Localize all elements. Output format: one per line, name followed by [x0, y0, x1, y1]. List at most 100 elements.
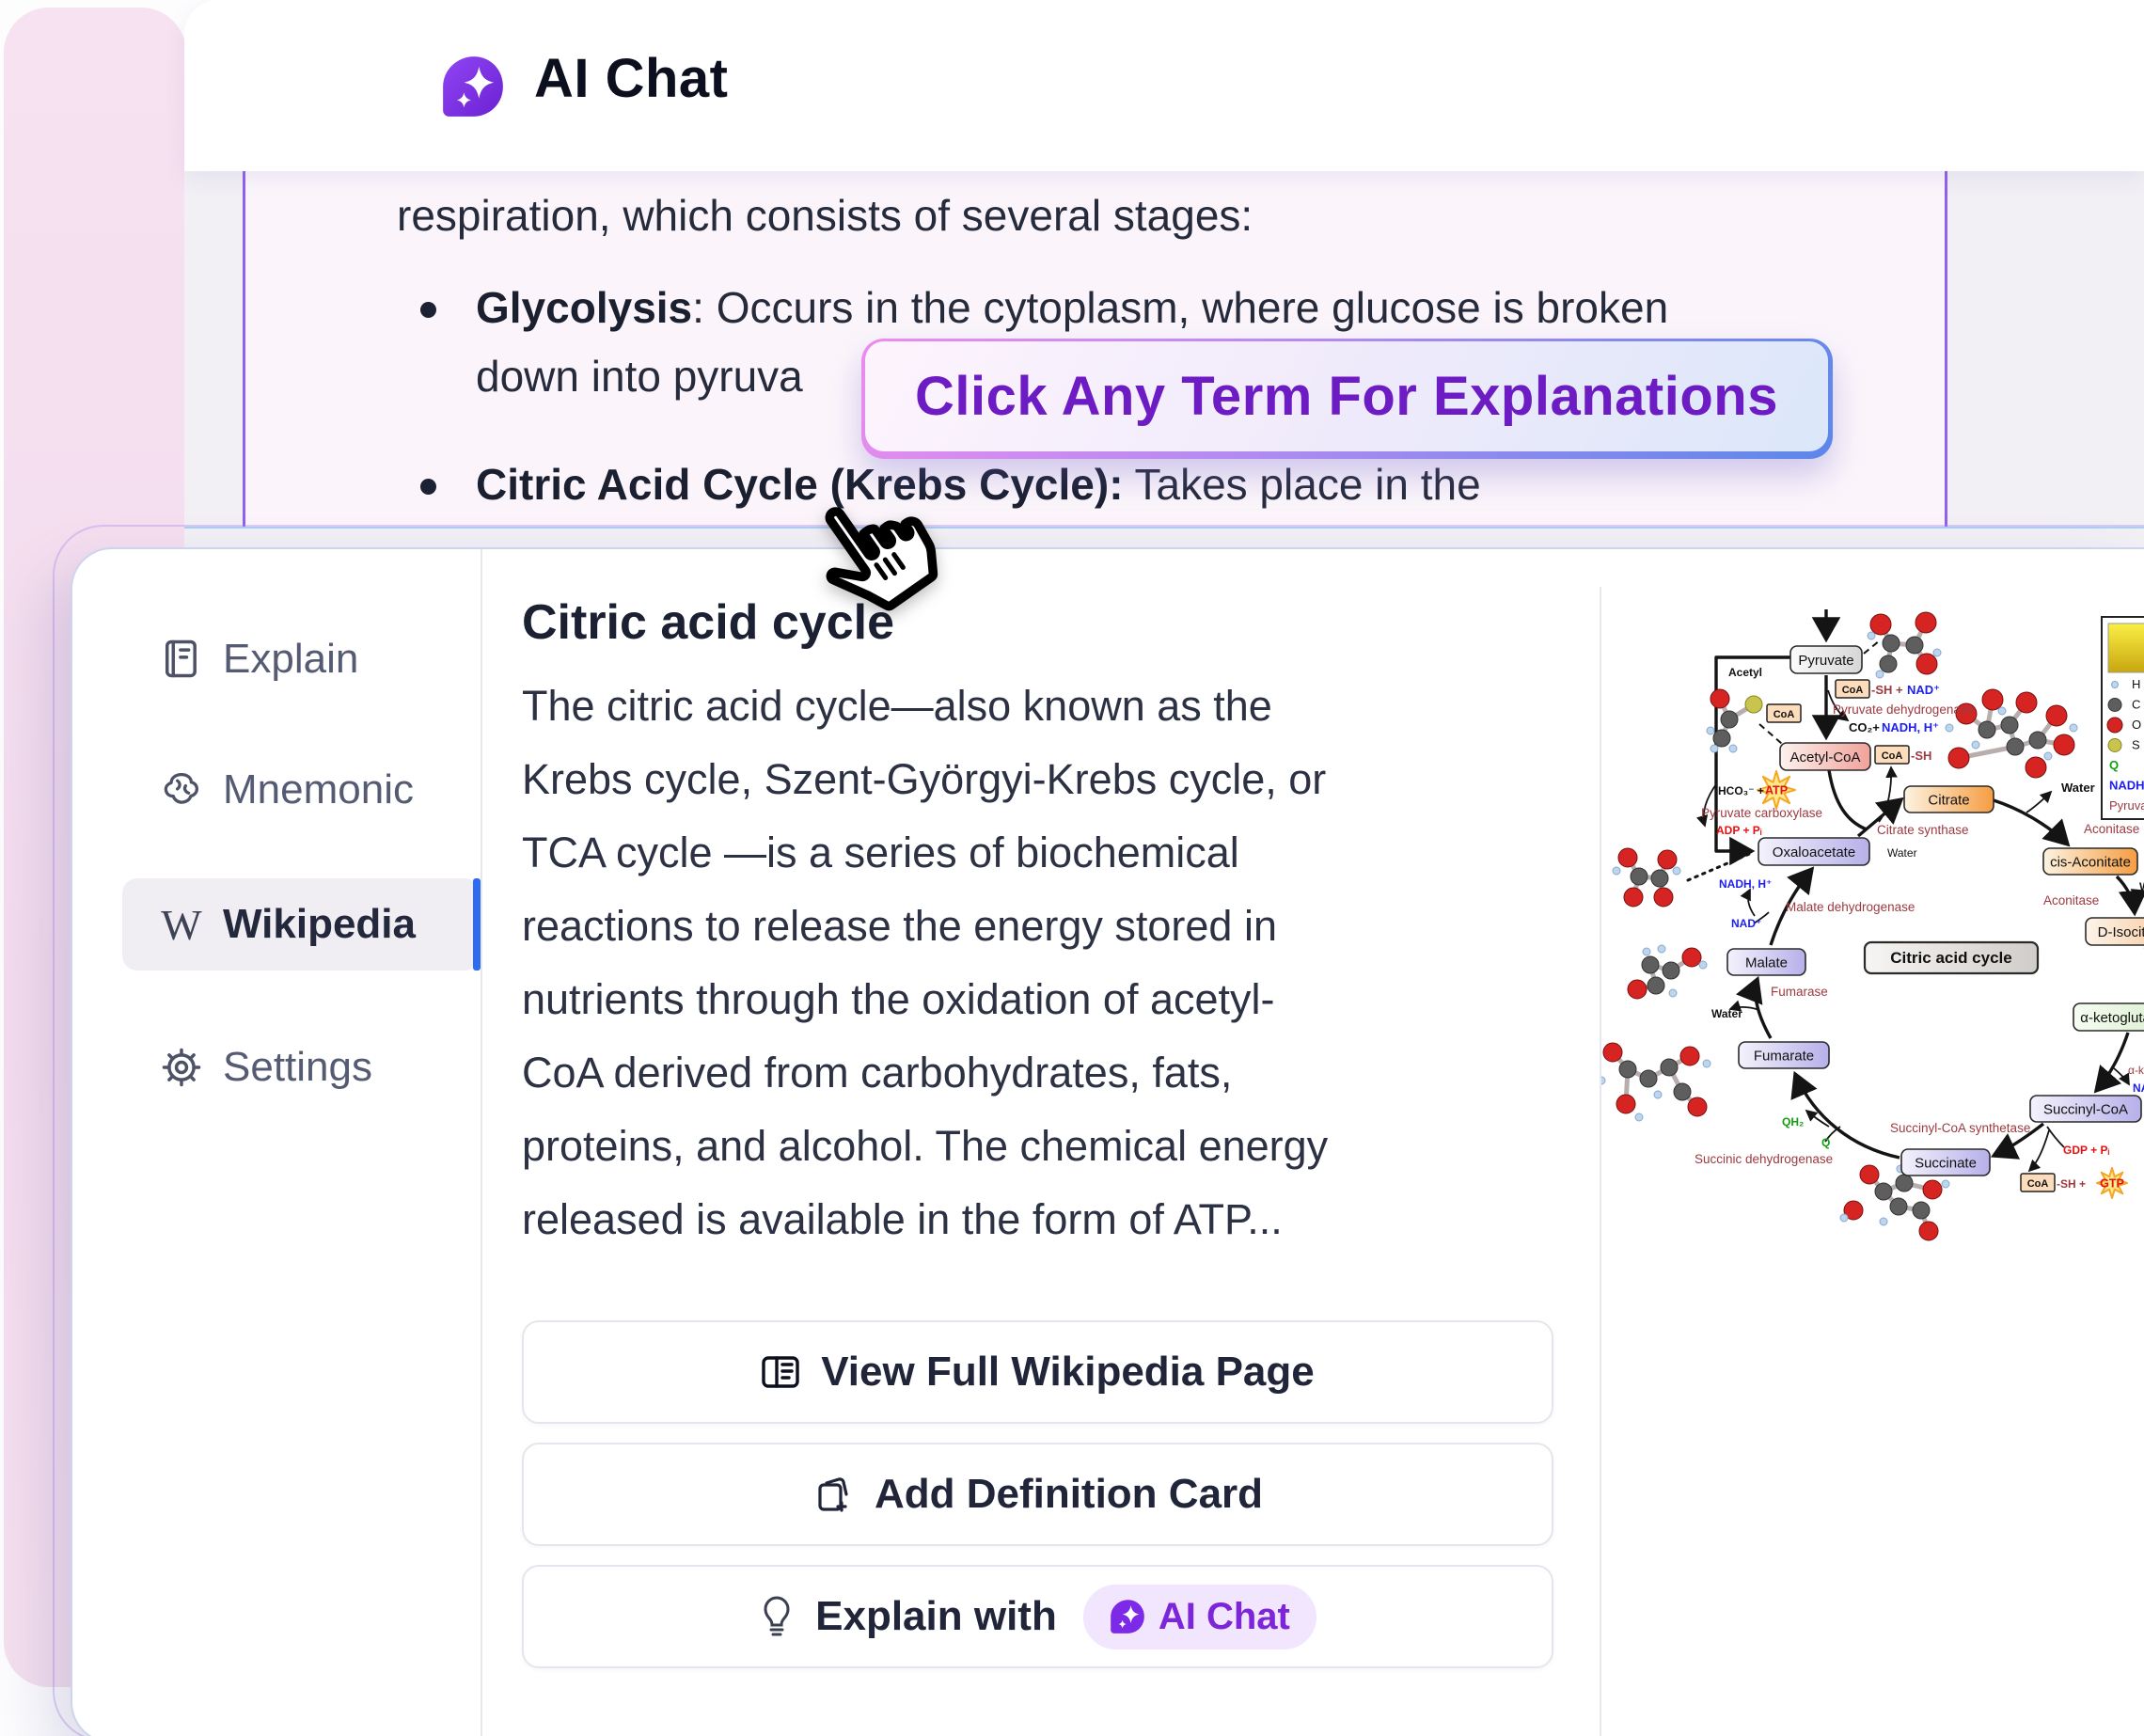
molecule-illustration — [1867, 611, 1942, 679]
svg-text:CoA: CoA — [2027, 1178, 2049, 1190]
click-term-tooltip: Click Any Term For Explanations — [861, 339, 1833, 459]
diagram-node: Pyruvate — [1789, 645, 1863, 674]
diagram-label: Fumarase — [1771, 985, 1828, 999]
chat-intro-line: respiration, which consists of several s… — [397, 191, 1253, 240]
diagram-label: Succinyl-CoA synthetase — [1890, 1121, 2030, 1135]
molecule-illustration — [1627, 944, 1708, 1000]
diagram-node: Fumarate — [1738, 1041, 1830, 1069]
diagram-label: Aconitase — [2084, 822, 2139, 836]
molecule-illustration — [1612, 847, 1681, 907]
bullet-dot — [420, 302, 436, 318]
diagram-label: NADH, H⁺ — [1882, 720, 1939, 734]
diagram-label: HCO₃⁻ + — [1718, 784, 1764, 797]
ai-chat-badge-label: AI Chat — [1158, 1595, 1290, 1637]
chat-bullet-glycolysis: Glycolysis: Occurs in the cytoplasm, whe… — [476, 283, 1669, 332]
svg-text:O: O — [2132, 718, 2141, 732]
diagram-node: Malate — [1726, 948, 1806, 976]
diagram-label: Succinic dehydrogenase — [1695, 1152, 1833, 1166]
hand-pointer-cursor — [825, 507, 938, 611]
svg-text:Malate: Malate — [1745, 955, 1788, 971]
svg-text:α-ketoglutarate: α-ketoglutarate — [2080, 1010, 2144, 1026]
ai-chat-header: AI Chat — [184, 0, 2144, 171]
button-label: Explain with — [815, 1593, 1057, 1639]
diagram-label: NAD⁺ — [1907, 683, 1940, 697]
ai-chat-bubble-icon — [1111, 1600, 1144, 1633]
svg-text:CoA: CoA — [1774, 709, 1795, 720]
diagram-label: -SH + — [1871, 683, 1903, 697]
diagram-node: D-Isocitrate — [2085, 917, 2144, 946]
lightbulb-icon — [764, 1596, 790, 1636]
diagram-label: NADH, H⁺ — [1719, 877, 1772, 891]
sidebar-item-mnemonic[interactable]: Mnemonic — [72, 745, 481, 835]
diagram-label: W — [2139, 880, 2144, 893]
sidebar-item-label: Wikipedia — [223, 901, 416, 947]
ai-chat-logo-icon — [443, 56, 503, 117]
diagram-label: Pyruvate dehydrogenase — [1833, 702, 1974, 717]
diagram-label: Q — [1821, 1136, 1830, 1149]
svg-text:Fumarate: Fumarate — [1754, 1049, 1814, 1065]
diagram-node: Citric acid cycle — [1863, 940, 2040, 975]
sidebar-item-settings[interactable]: Settings — [72, 1022, 481, 1113]
view-full-wikipedia-button[interactable]: View Full Wikipedia Page — [522, 1320, 1553, 1424]
molecule-illustration — [1839, 1164, 1950, 1241]
sidebar-item-label: Mnemonic — [223, 766, 414, 813]
diagram-node: cis-Aconitate — [2042, 847, 2138, 876]
molecule-illustration — [1601, 1042, 1711, 1122]
svg-text:H: H — [2132, 677, 2140, 691]
diagram-label: ADP + Pᵢ — [1716, 824, 1762, 837]
diagram-node: Succinyl-CoA — [2029, 1095, 2142, 1123]
svg-text:S: S — [2132, 738, 2140, 752]
coa-box: CoA — [1874, 745, 1910, 765]
diagram-label: Aconitase — [2043, 893, 2099, 907]
diagram-label: Water — [1887, 846, 1917, 860]
molecule-illustration — [1706, 688, 1763, 753]
svg-text:D-Isocitrate: D-Isocitrate — [2098, 924, 2144, 940]
content-image-divider — [1600, 587, 1601, 1736]
svg-text:Pyruva: Pyruva — [2109, 798, 2144, 813]
button-label: Add Definition Card — [874, 1471, 1264, 1517]
molecule-illustration — [1945, 688, 2078, 779]
term-citric-acid-cycle[interactable]: Citric Acid Cycle (Krebs Cycle): — [476, 460, 1124, 509]
wikipedia-w-icon: W — [161, 900, 202, 949]
svg-text:Acetyl-CoA: Acetyl-CoA — [1789, 750, 1860, 765]
diagram-label: NA — [2133, 1081, 2144, 1095]
svg-text:C: C — [2132, 698, 2140, 712]
gear-icon — [159, 1045, 204, 1090]
svg-text:Pyruvate: Pyruvate — [1798, 653, 1853, 669]
reader-page-icon — [762, 1356, 799, 1388]
popup-halo — [53, 525, 2144, 1736]
diagram-node: Oxaloacetate — [1758, 837, 1870, 866]
svg-text:Succinate: Succinate — [1915, 1156, 1977, 1172]
add-card-icon — [818, 1477, 848, 1512]
diagram-label: Citrate synthase — [1877, 823, 1969, 837]
diagram-label: QH₂ — [1782, 1115, 1804, 1128]
sidebar-active-bar — [473, 878, 481, 971]
button-label: View Full Wikipedia Page — [821, 1349, 1315, 1395]
sidebar-item-explain[interactable]: Explain — [72, 614, 481, 704]
diagram-label: Water — [2061, 781, 2095, 795]
article-title: Citric acid cycle — [522, 595, 894, 650]
book-icon — [159, 637, 204, 682]
tooltip-body: Click Any Term For Explanations — [865, 341, 1828, 451]
svg-text:NADH: NADH — [2109, 779, 2144, 793]
diagram-label: Pyruvate carboxylase — [1701, 806, 1822, 820]
diagram-label: α-k — [2128, 1064, 2144, 1077]
sidebar-active-highlight — [122, 878, 480, 971]
sidebar-item-label: Settings — [223, 1044, 372, 1090]
svg-text:Citrate: Citrate — [1928, 793, 1969, 809]
diagram-label: Acetyl — [1728, 666, 1762, 679]
diagram-node: α-ketoglutarate — [2073, 1002, 2144, 1032]
sidebar-item-wikipedia[interactable]: W Wikipedia — [72, 879, 481, 970]
add-definition-card-button[interactable]: Add Definition Card — [522, 1443, 1553, 1546]
svg-text:Oxaloacetate: Oxaloacetate — [1773, 844, 1855, 860]
svg-text:CoA: CoA — [1882, 750, 1903, 762]
energy-starburst: GTP — [2096, 1167, 2128, 1199]
explain-with-ai-chat-button[interactable]: Explain with AI Chat — [522, 1565, 1553, 1668]
brain-icon — [159, 767, 204, 813]
diagram-label: Malate dehydrogenase — [1786, 900, 1915, 914]
term-glycolysis[interactable]: Glycolysis — [476, 283, 693, 332]
diagram-label: -SH + — [2057, 1177, 2086, 1191]
